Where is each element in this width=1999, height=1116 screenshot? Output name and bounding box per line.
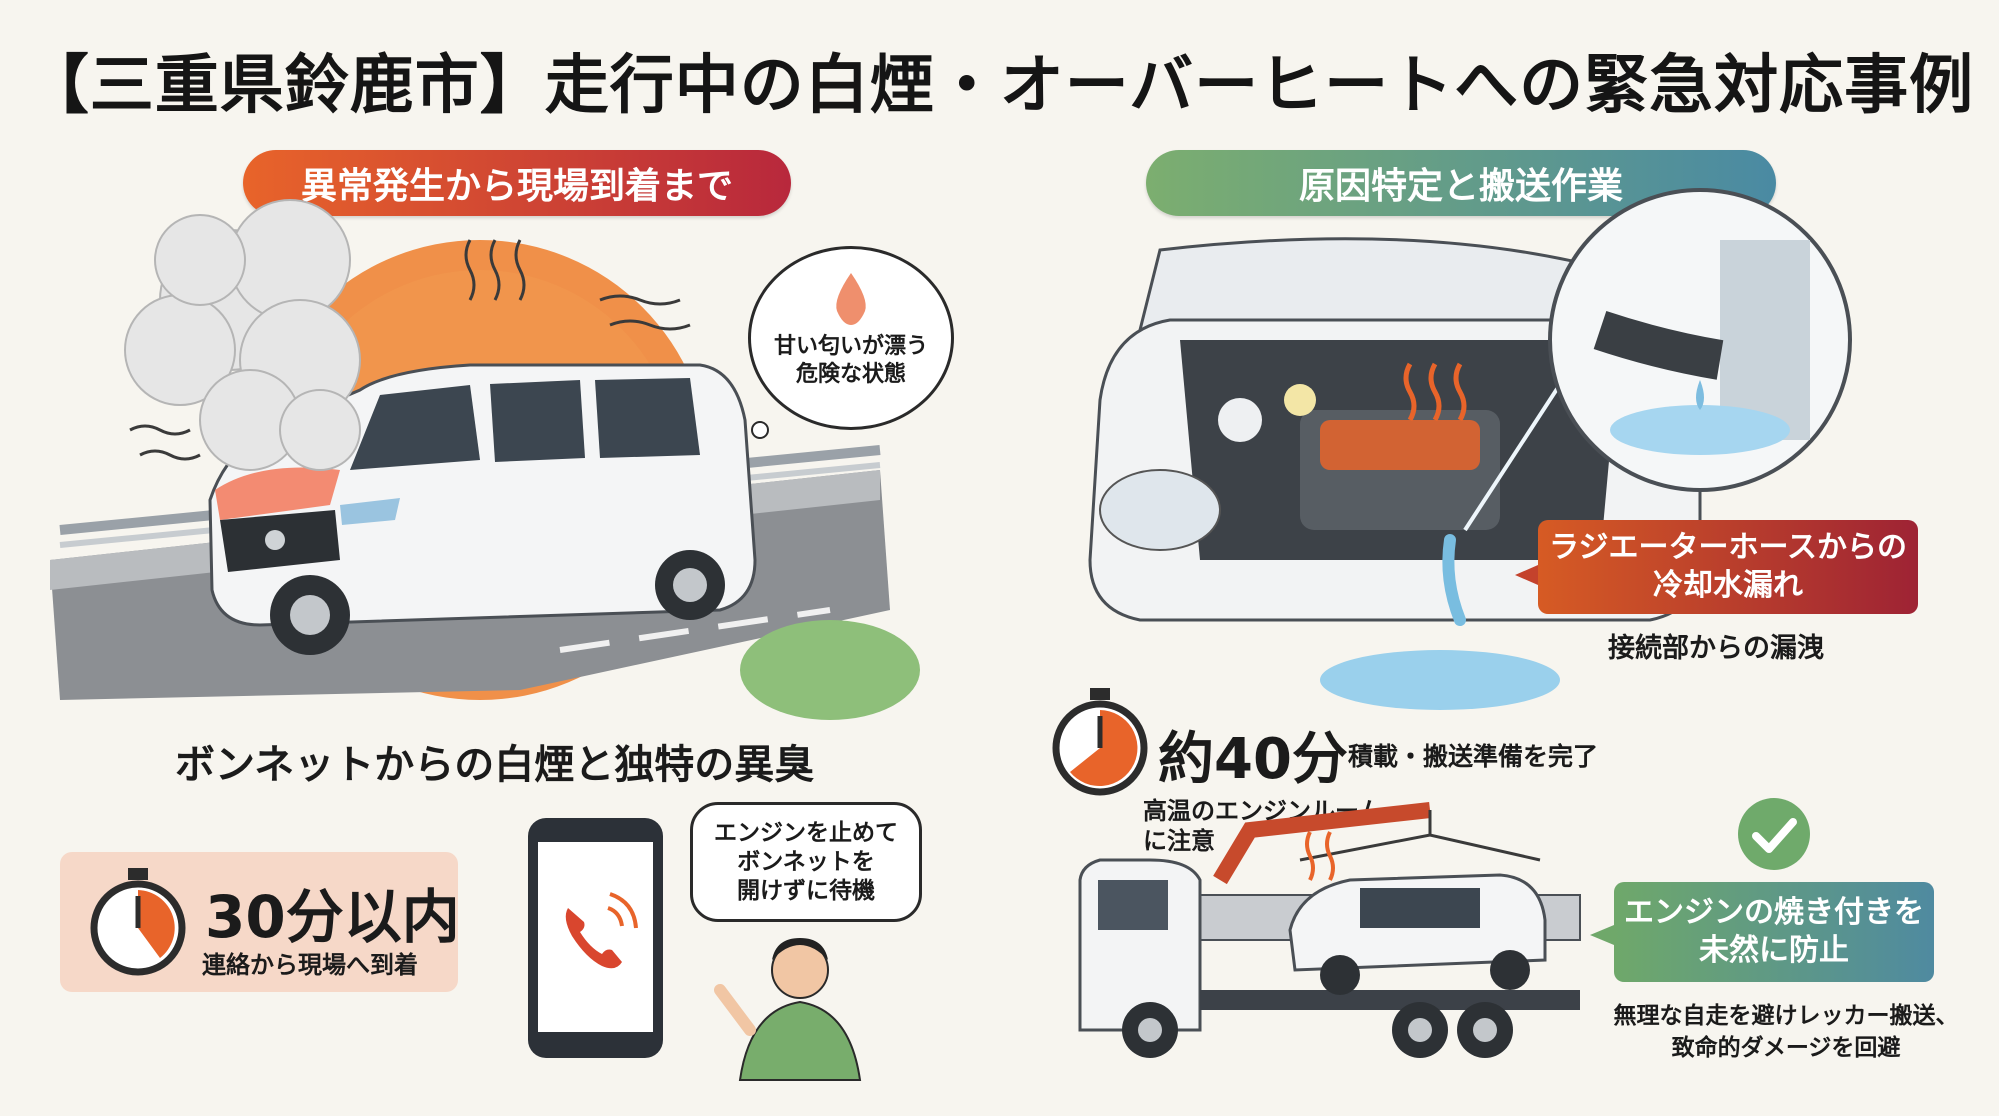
smartphone-illustration <box>528 818 663 1058</box>
arrival-time-desc: 連絡から現場へ到着 <box>202 951 418 979</box>
speech-line-2: ボンネットを <box>737 848 875 875</box>
stopwatch-icon <box>90 868 186 976</box>
leak-cause-callout: ラジエーターホースからの 冷却水漏れ <box>1538 520 1918 614</box>
droplet-icon <box>836 273 866 325</box>
result-line-1: エンジンの焼き付きを <box>1624 895 1924 930</box>
result-sub-line-2: 致命的ダメージを回避 <box>1671 1035 1901 1061</box>
result-sub-line-1: 無理な自走を避けレッカー搬送、 <box>1613 1003 1959 1029</box>
speech-line-1: エンジンを止めて <box>714 819 898 846</box>
checkmark-icon <box>1738 798 1810 870</box>
leak-cause-line-1: ラジエーターホースからの <box>1549 530 1907 565</box>
person-illustration <box>714 938 862 1081</box>
stopwatch-icon <box>1052 688 1148 796</box>
left-caption: ボンネットからの白煙と独特の異臭 <box>175 742 815 788</box>
arrival-time-value: 30分以内 <box>205 883 460 951</box>
result-callout: エンジンの焼き付きを 未然に防止 <box>1614 882 1934 982</box>
thought-line-2: 危険な状態 <box>795 362 906 387</box>
result-line-2: 未然に防止 <box>1699 933 1849 968</box>
page-title: 【三重県鈴鹿市】走行中の白煙・オーバーヒートへの緊急対応事例 <box>24 49 1975 123</box>
phone-icon <box>565 892 638 969</box>
smell-thought-bubble: 甘い匂いが漂う 危険な状態 <box>748 246 954 430</box>
leak-cause-line-2: 冷却水漏れ <box>1653 568 1803 603</box>
loading-time-value: 約40分 <box>1158 727 1348 792</box>
advice-speech-bubble: エンジンを止めて ボンネットを 開けずに待機 <box>690 802 922 922</box>
loading-time-desc: 積載・搬送準備を完了 <box>1348 742 1599 771</box>
result-sub: 無理な自走を避けレッカー搬送、 致命的ダメージを回避 <box>1606 1000 1966 1064</box>
thought-line-1: 甘い匂いが漂う <box>773 334 928 359</box>
speech-line-3: 開けずに待機 <box>737 877 875 904</box>
engine-note-line-2: に注意 <box>1143 827 1215 855</box>
left-section-header: 異常発生から現場到着まで <box>243 150 791 216</box>
leak-cause-sub: 接続部からの漏洩 <box>1608 633 1824 664</box>
